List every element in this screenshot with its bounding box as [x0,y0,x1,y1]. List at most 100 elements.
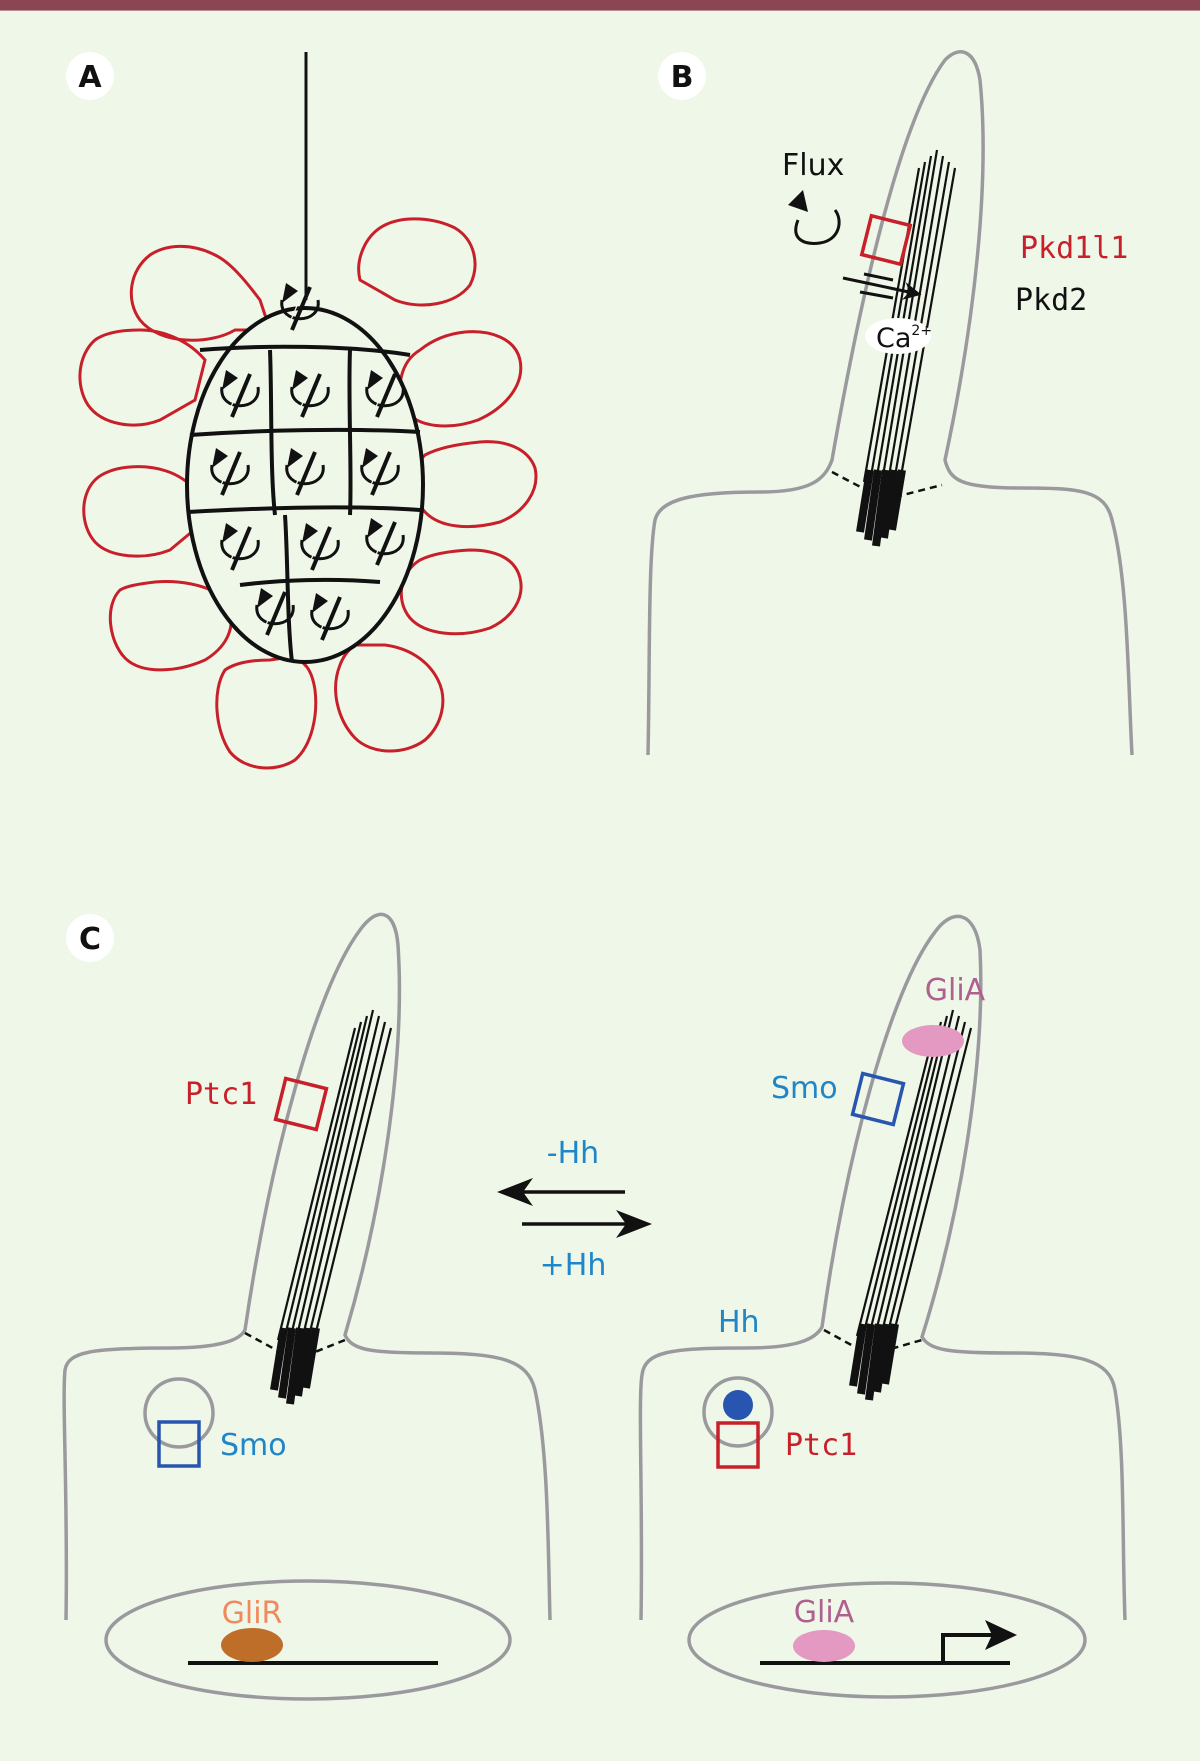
cell-left: Ptc1 Smo GliR [62,912,552,1701]
smo-receptor-membrane [157,1420,201,1468]
flux-rotation-icon [794,209,841,245]
rotating-cilium-icon [310,593,350,641]
crown-cell [412,440,538,529]
rotating-cilium-icon [210,448,250,496]
crown-cell [334,643,445,753]
calcium-ion-bubble [865,318,931,354]
rotating-cilium-icon [220,523,260,571]
ptc1-label-left: Ptc1 [185,1077,257,1112]
calcium-symbol: Ca [876,323,911,354]
microtubule [873,1009,955,1337]
glia-label-nucleus: GliA [794,1595,855,1630]
crown-cell [398,330,523,428]
glia-label-cilium: GliA [925,973,986,1008]
panel-a-letter: A [78,60,102,95]
basal-body [278,1327,296,1399]
panel-b-letter: B [671,60,694,95]
vesicle-left [143,1377,215,1449]
microtubule [306,1021,387,1341]
basal-body [294,1327,312,1397]
glir-factor [221,1628,283,1662]
transcription-arrowhead [985,1620,1017,1650]
panel-c-letter: C [79,922,101,957]
cell-outline-b [646,50,1134,756]
minus-hh-arrowhead [497,1178,533,1206]
microtubule [898,167,957,483]
basal-body [880,469,898,539]
influx-bar [859,290,894,300]
microtubule [300,1015,381,1341]
pkd1l1-channel [859,213,913,267]
calcium-charge: 2+ [911,323,932,339]
basal-body [872,469,890,547]
glia-factor-cilium [902,1025,964,1057]
microtubule [885,1021,967,1337]
microtubule [867,1015,949,1337]
crown-cell [78,328,207,427]
microtubule [855,1027,937,1337]
transition-zone-right [894,483,943,499]
basal-body [865,1323,883,1401]
transition-zone-right [879,1338,923,1354]
basal-body [873,1323,891,1393]
glir-label: GliR [222,1596,283,1631]
basal-body [864,469,882,541]
transition-zone-left [244,1331,281,1354]
flux-arrowhead [788,190,808,212]
microtubule [294,1009,375,1341]
pkd1l1-label: Pkd1l1 [1020,231,1128,266]
glia-factor-nucleus [793,1630,855,1662]
rotating-cilium-icon [280,283,320,331]
panel-c: C Ptc1 Smo GliR -Hh +Hh [62,912,1127,1701]
panel-a: A [66,52,538,770]
cell-outline-right [638,914,1127,1621]
plus-hh-label: +Hh [540,1248,607,1283]
vesicle-right [702,1376,774,1448]
crown-cell [215,655,318,770]
basal-body [849,1323,867,1387]
basal-body [856,469,874,533]
hh-transition: -Hh +Hh [497,1136,652,1283]
microtubule [861,1021,943,1337]
rotating-cilium-icon [255,588,295,636]
nucleus-left [104,1579,512,1701]
nucleus-right [687,1581,1087,1699]
basal-body [881,1323,899,1385]
basal-body [857,1323,875,1395]
microtubule [312,1027,393,1341]
axoneme-left [270,1009,393,1405]
plus-hh-arrowhead [616,1210,652,1238]
smo-receptor-cilium [850,1071,906,1127]
crown-cell [399,548,523,636]
ptc1-receptor-membrane [716,1421,760,1469]
rotating-cilium-icon [220,370,260,418]
microtubule [891,1027,973,1337]
cell-outline-left [62,912,552,1621]
panel-c-badge [66,914,114,962]
microtubule [892,161,951,483]
basal-body [286,1327,304,1405]
basal-body [270,1327,288,1391]
flux-label: Flux [782,148,844,183]
hh-ligand-label: Hh [718,1305,760,1340]
panel-b: B Flux Ca2+ Pkd1l1 Pkd2 [646,50,1134,756]
influx-bar [863,272,894,282]
rotating-cilium-icon [290,370,330,418]
microtubule [886,155,945,483]
microtubule [288,1015,369,1341]
cell-right: GliA Smo Hh Ptc1 GliA [638,914,1127,1699]
rotating-cilium-icon [285,448,325,496]
smo-label-right: Smo [771,1071,838,1106]
calcium-ion-label: Ca2+ [876,323,932,354]
microtubule [879,1015,961,1337]
microtubule [282,1021,363,1341]
microtubule [880,149,939,483]
rotating-cilia [210,283,405,641]
panel-b-badge [658,52,706,100]
ptc1-label-right: Ptc1 [785,1428,857,1463]
rotating-cilium-icon [365,370,405,418]
panel-a-badge [66,52,114,100]
rotating-cilium-icon [360,448,400,496]
microtubule [276,1027,357,1341]
